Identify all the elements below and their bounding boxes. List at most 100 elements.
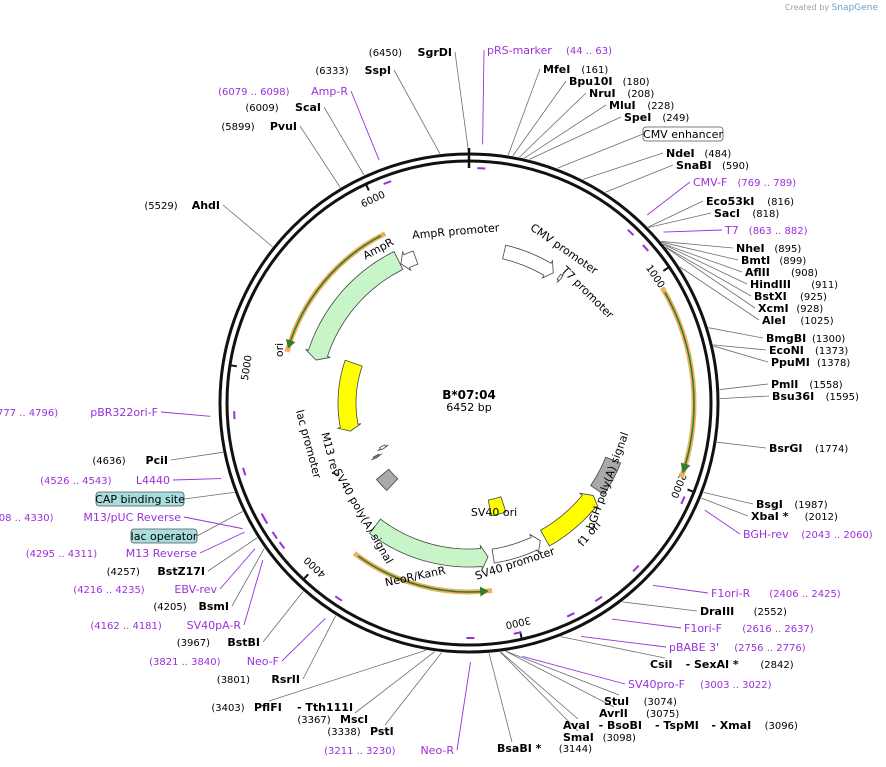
tick-label: 5000 — [240, 355, 255, 382]
feature-f1-ori[interactable] — [540, 492, 600, 547]
site-avrii[interactable]: AvrII(3075) — [599, 707, 679, 720]
primer-f1ori-f[interactable]: F1ori-F(2616 .. 2637) — [684, 622, 814, 635]
site-bstz17i[interactable]: BstZ17I(4257) — [107, 565, 205, 578]
primer-f1ori-r[interactable]: F1ori-R(2406 .. 2425) — [711, 587, 841, 600]
feature-lac-promoter[interactable] — [377, 444, 389, 451]
boxed-label-cmv-enhancer[interactable]: CMV enhancer — [642, 126, 723, 142]
site-ppumi[interactable]: PpuMI(1378) — [771, 356, 850, 369]
site-bsabi[interactable]: BsaBI *(3144) — [497, 742, 592, 755]
site-spei[interactable]: SpeI(249) — [624, 111, 689, 124]
site-bsu36i[interactable]: Bsu36I(1595) — [772, 390, 859, 403]
boxed-label-lac-operator[interactable]: lac operator — [130, 528, 198, 544]
site-mlui[interactable]: MluI(228) — [609, 99, 674, 112]
site-name: HindIII — [750, 278, 791, 291]
site-name-alias: - Tth111I — [297, 701, 353, 714]
primer-prs-marker[interactable]: pRS-marker(44 .. 63) — [487, 44, 612, 57]
site-rsrii[interactable]: RsrII(3801) — [217, 673, 300, 686]
site-mfei[interactable]: MfeI(161) — [543, 63, 608, 76]
site-sspi[interactable]: SspI(6333) — [315, 64, 391, 77]
site-smai[interactable]: SmaI(3098) — [563, 731, 636, 744]
primer-neo-r[interactable]: Neo-R(3211 .. 3230) — [324, 744, 454, 757]
site-bmti[interactable]: BmtI(899) — [741, 254, 806, 267]
site-bstxi[interactable]: BstXI(925) — [754, 290, 827, 303]
site-scai[interactable]: ScaI(6009) — [245, 101, 321, 114]
orf-ampr-arrowhead — [285, 338, 296, 349]
site-name: DraIII — [700, 605, 734, 618]
primer-name: SV40pro-F — [628, 678, 685, 691]
site-psti[interactable]: PstI(3338) — [327, 725, 393, 738]
site-aflii[interactable]: AflII(908) — [745, 266, 818, 279]
site-eco53ki[interactable]: Eco53kI(816) — [706, 195, 794, 208]
feature-ampr[interactable] — [305, 250, 404, 361]
leader-line — [183, 492, 235, 500]
site-position: (3967) — [177, 638, 210, 649]
site-position: (6333) — [315, 66, 348, 77]
site-pvui[interactable]: PvuI(5899) — [221, 120, 297, 133]
site-name: AflII — [745, 266, 770, 279]
site-name: BsgI — [756, 498, 783, 511]
site-ndei[interactable]: NdeI(484) — [666, 147, 731, 160]
primer-sv40pa-r[interactable]: SV40pA-R(4162 .. 4181) — [90, 619, 241, 632]
site-msci[interactable]: MscI(3367) — [297, 713, 368, 726]
site-avai[interactable]: AvaI- BsoBI- TspMI- XmaI(3096) — [563, 719, 798, 732]
site-pcii[interactable]: PciI(4636) — [92, 454, 168, 467]
site-nrui[interactable]: NruI(208) — [589, 87, 654, 100]
primer-cmv-f[interactable]: CMV-F(769 .. 789) — [693, 176, 796, 189]
feature-t7-promoter[interactable] — [556, 272, 565, 283]
site-pflfi[interactable]: PflFI- Tth111I(3403) — [211, 701, 353, 714]
primer-pbr322ori-f[interactable]: pBR322ori-F(4777 .. 4796) — [0, 406, 158, 419]
site-bpu10i[interactable]: Bpu10I(180) — [569, 75, 650, 88]
primer-name: Amp-R — [311, 85, 348, 98]
site-ahdi[interactable]: AhdI(5529) — [144, 199, 220, 212]
primer-sv40pro-f[interactable]: SV40pro-F(3003 .. 3022) — [628, 678, 772, 691]
primer-ebv-rev[interactable]: EBV-rev(4216 .. 4235) — [73, 583, 217, 596]
site-csii[interactable]: CsiI- SexAI *(2842) — [650, 658, 794, 671]
primer-bgh-rev[interactable]: BGH-rev(2043 .. 2060) — [743, 528, 873, 541]
site-saci[interactable]: SacI(818) — [714, 207, 779, 220]
site-stui[interactable]: StuI(3074) — [604, 695, 677, 708]
leader-line — [354, 651, 435, 714]
site-nhei[interactable]: NheI(895) — [736, 242, 801, 255]
backbone-ring — [218, 148, 720, 654]
site-sgrdi[interactable]: SgrDI(6450) — [369, 46, 452, 59]
label-box — [130, 528, 198, 544]
feature-cmv-promoter[interactable] — [502, 244, 554, 279]
site-xbai[interactable]: XbaI *(2012) — [751, 510, 838, 523]
boxed-label-cap-binding-site[interactable]: CAP binding site — [95, 491, 185, 507]
primer-neo-f[interactable]: Neo-F(3821 .. 3840) — [149, 655, 279, 668]
feature-sv40-ori[interactable] — [487, 496, 507, 517]
site-bsmi[interactable]: BsmI(4205) — [153, 600, 229, 613]
feature-neor-kanr[interactable] — [368, 518, 489, 572]
site-name: SacI — [714, 207, 740, 220]
primer-name: L4440 — [136, 474, 170, 487]
site-bmgbi[interactable]: BmgBI(1300) — [766, 332, 845, 345]
feature-sv40-promoter[interactable] — [491, 533, 541, 564]
primer-m13-reverse[interactable]: M13 Reverse(4295 .. 4311) — [26, 547, 198, 560]
primer-t7[interactable]: T7(863 .. 882) — [724, 224, 808, 237]
site-draiii[interactable]: DraIII(2552) — [700, 605, 787, 618]
primer-range: (44 .. 63) — [566, 46, 612, 57]
feature-bgh-poly-a-signal[interactable] — [590, 456, 622, 496]
site-xcmi[interactable]: XcmI(928) — [758, 302, 823, 315]
site-name: MscI — [340, 713, 368, 726]
site-hindiii[interactable]: HindIII(911) — [750, 278, 838, 291]
leader-line — [713, 344, 767, 351]
primer-amp-r[interactable]: Amp-R(6079 .. 6098) — [218, 85, 348, 98]
site-position: (1987) — [794, 500, 827, 511]
site-econi[interactable]: EcoNI(1373) — [769, 344, 848, 357]
site-bsrgi[interactable]: BsrGI(1774) — [769, 442, 848, 455]
site-pmli[interactable]: PmlI(1558) — [771, 378, 843, 391]
site-bstbi[interactable]: BstBI(3967) — [177, 636, 260, 649]
site-alei[interactable]: AleI(1025) — [762, 314, 834, 327]
orf-insert-arrowhead — [680, 462, 691, 474]
feature-ori[interactable] — [337, 359, 363, 432]
feature-m13-rev[interactable] — [371, 453, 382, 461]
feature-ampr-promoter[interactable] — [400, 250, 419, 272]
site-snabi[interactable]: SnaBI(590) — [676, 159, 749, 172]
feature-sv40-poly-a-signal[interactable] — [375, 468, 399, 492]
site-bsgi[interactable]: BsgI (1987) — [756, 498, 828, 511]
primer-pbabe-3[interactable]: pBABE 3'(2756 .. 2776) — [669, 641, 806, 654]
leader-line — [302, 615, 337, 680]
primer-l4440[interactable]: L4440(4526 .. 4543) — [40, 474, 170, 487]
primer-m13-puc-reverse[interactable]: M13/pUC Reverse(4308 .. 4330) — [0, 511, 181, 524]
